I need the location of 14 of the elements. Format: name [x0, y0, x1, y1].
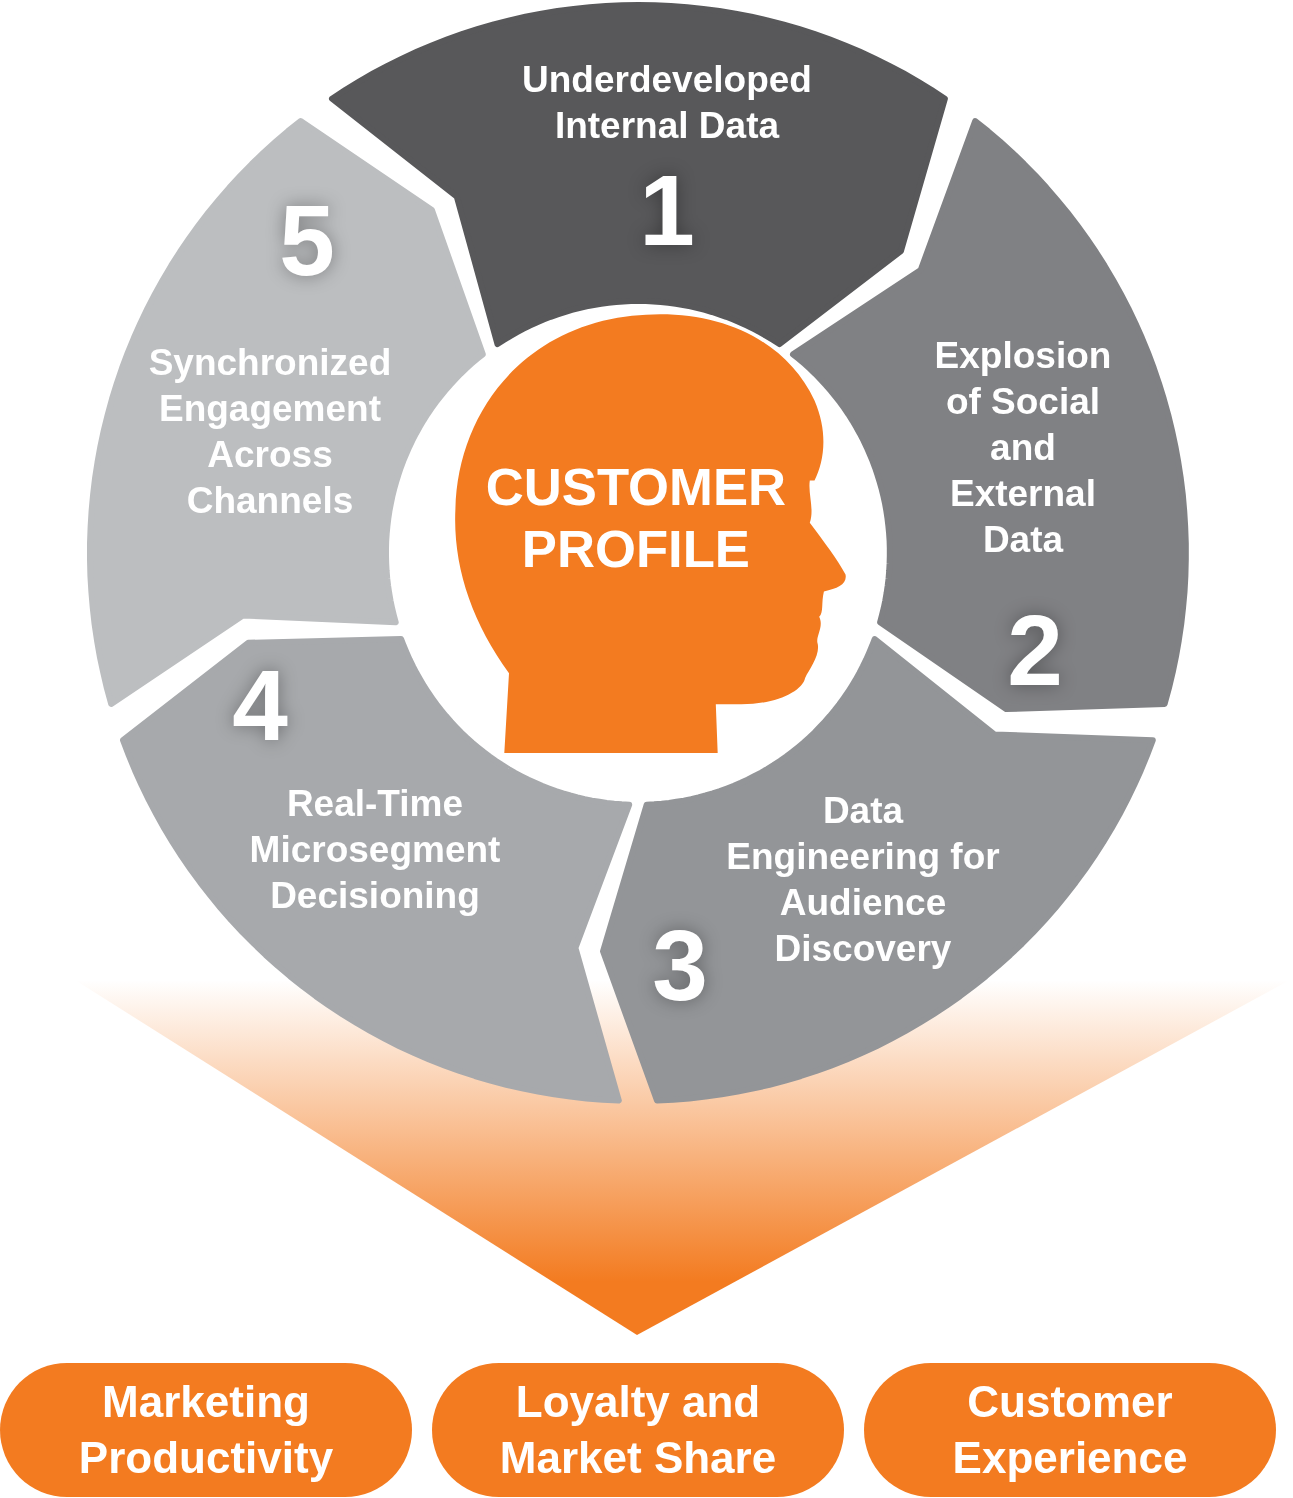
segment-label: Data Engineering for Audience Discovery [725, 789, 1001, 971]
step-number: 1 [639, 160, 695, 260]
segment-label: Synchronized Engagement Across Channels [147, 341, 393, 523]
outcome-pill: Customer Experience [864, 1363, 1276, 1497]
segment-label: Underdeveloped Internal Data [521, 58, 813, 148]
center-label: CUSTOMER PROFILE [484, 456, 788, 581]
outcome-pill: Marketing Productivity [0, 1363, 412, 1497]
step-number: 2 [1007, 600, 1063, 700]
step-number: 5 [279, 190, 335, 290]
segment-label: Explosion of Social and External Data [933, 334, 1113, 562]
step-number: 3 [652, 915, 708, 1015]
outcome-pill: Loyalty and Market Share [432, 1363, 844, 1497]
step-number: 4 [232, 655, 288, 755]
segment-label: Real-Time Microsegment Decisioning [248, 782, 502, 918]
